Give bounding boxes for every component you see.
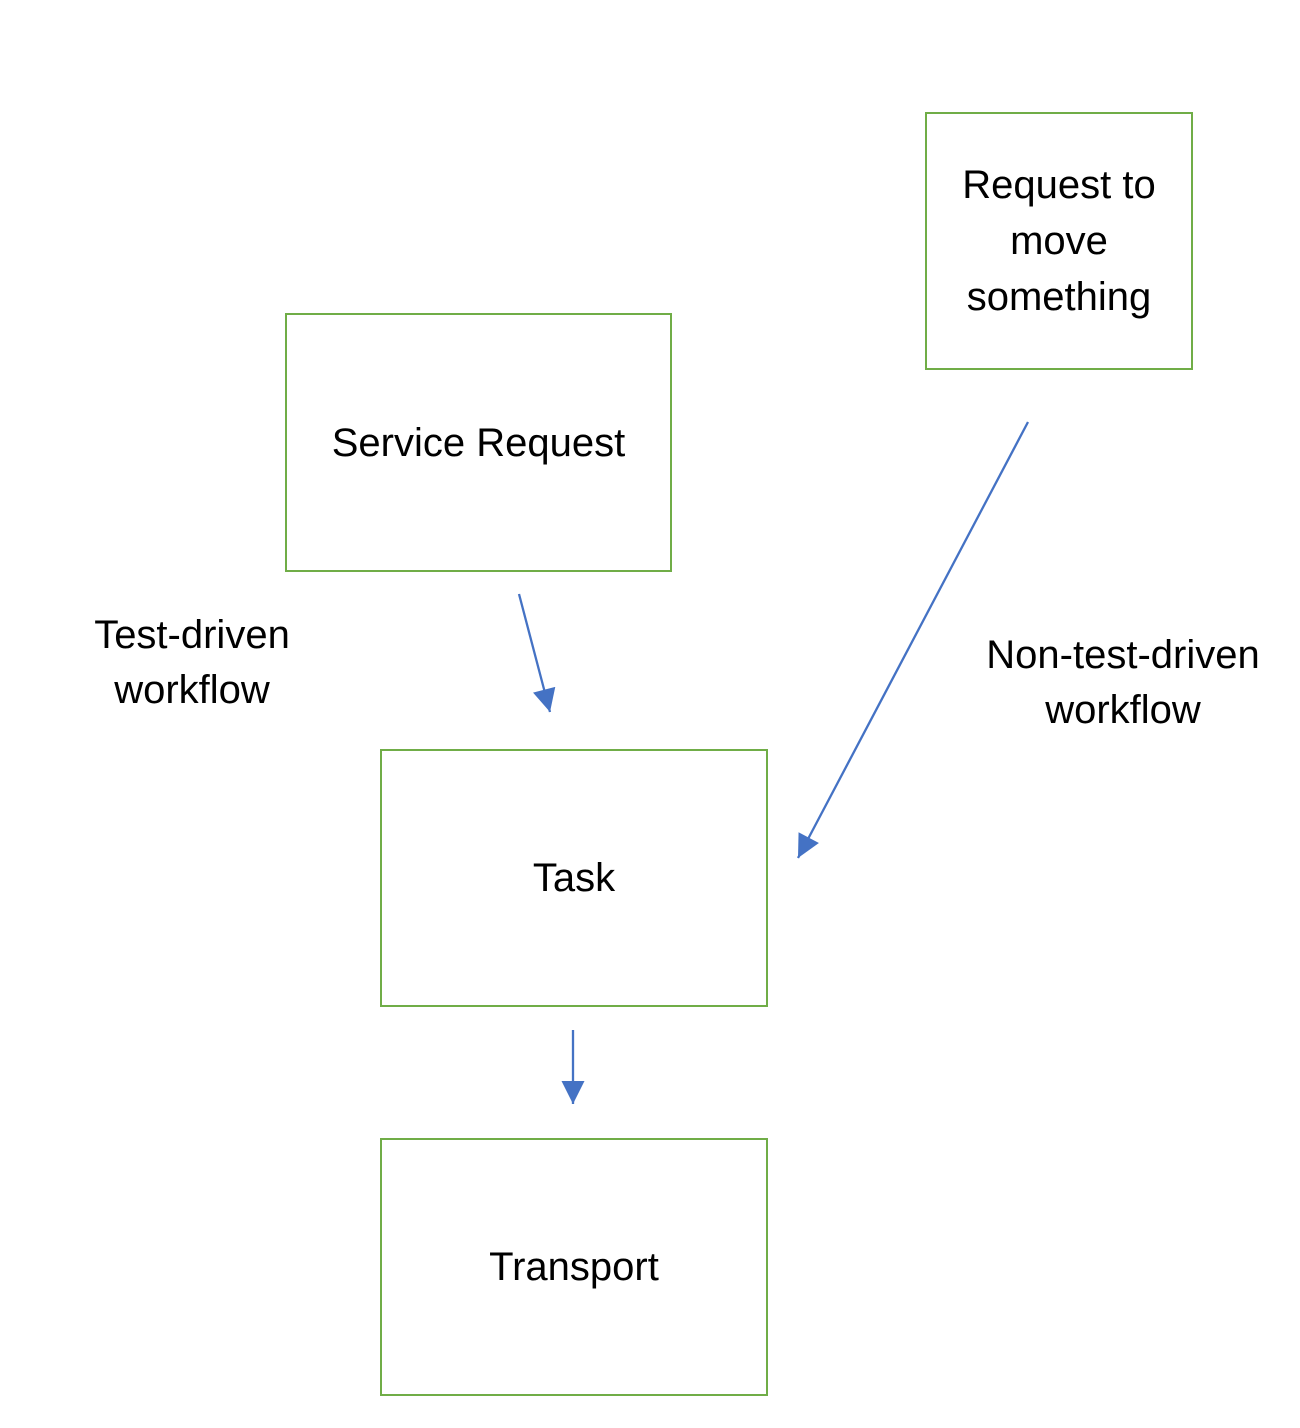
label-test-driven-workflow: Test-driven workflow	[94, 613, 290, 713]
box-service-request: Service Request	[285, 313, 672, 572]
box-task-label: Task	[532, 856, 616, 900]
box-request-to-move-something-label: Request to move something	[962, 163, 1156, 319]
box-transport-label: Transport	[489, 1245, 659, 1289]
box-transport: Transport	[380, 1138, 768, 1396]
arrow-service-request-to-task	[517, 593, 556, 713]
box-request-to-move-something: Request to move something	[925, 112, 1193, 370]
box-service-request-label: Service Request	[331, 420, 626, 465]
box-task: Task	[380, 749, 768, 1007]
label-non-test-driven-workflow: Non-test-driven workflow	[986, 633, 1260, 733]
